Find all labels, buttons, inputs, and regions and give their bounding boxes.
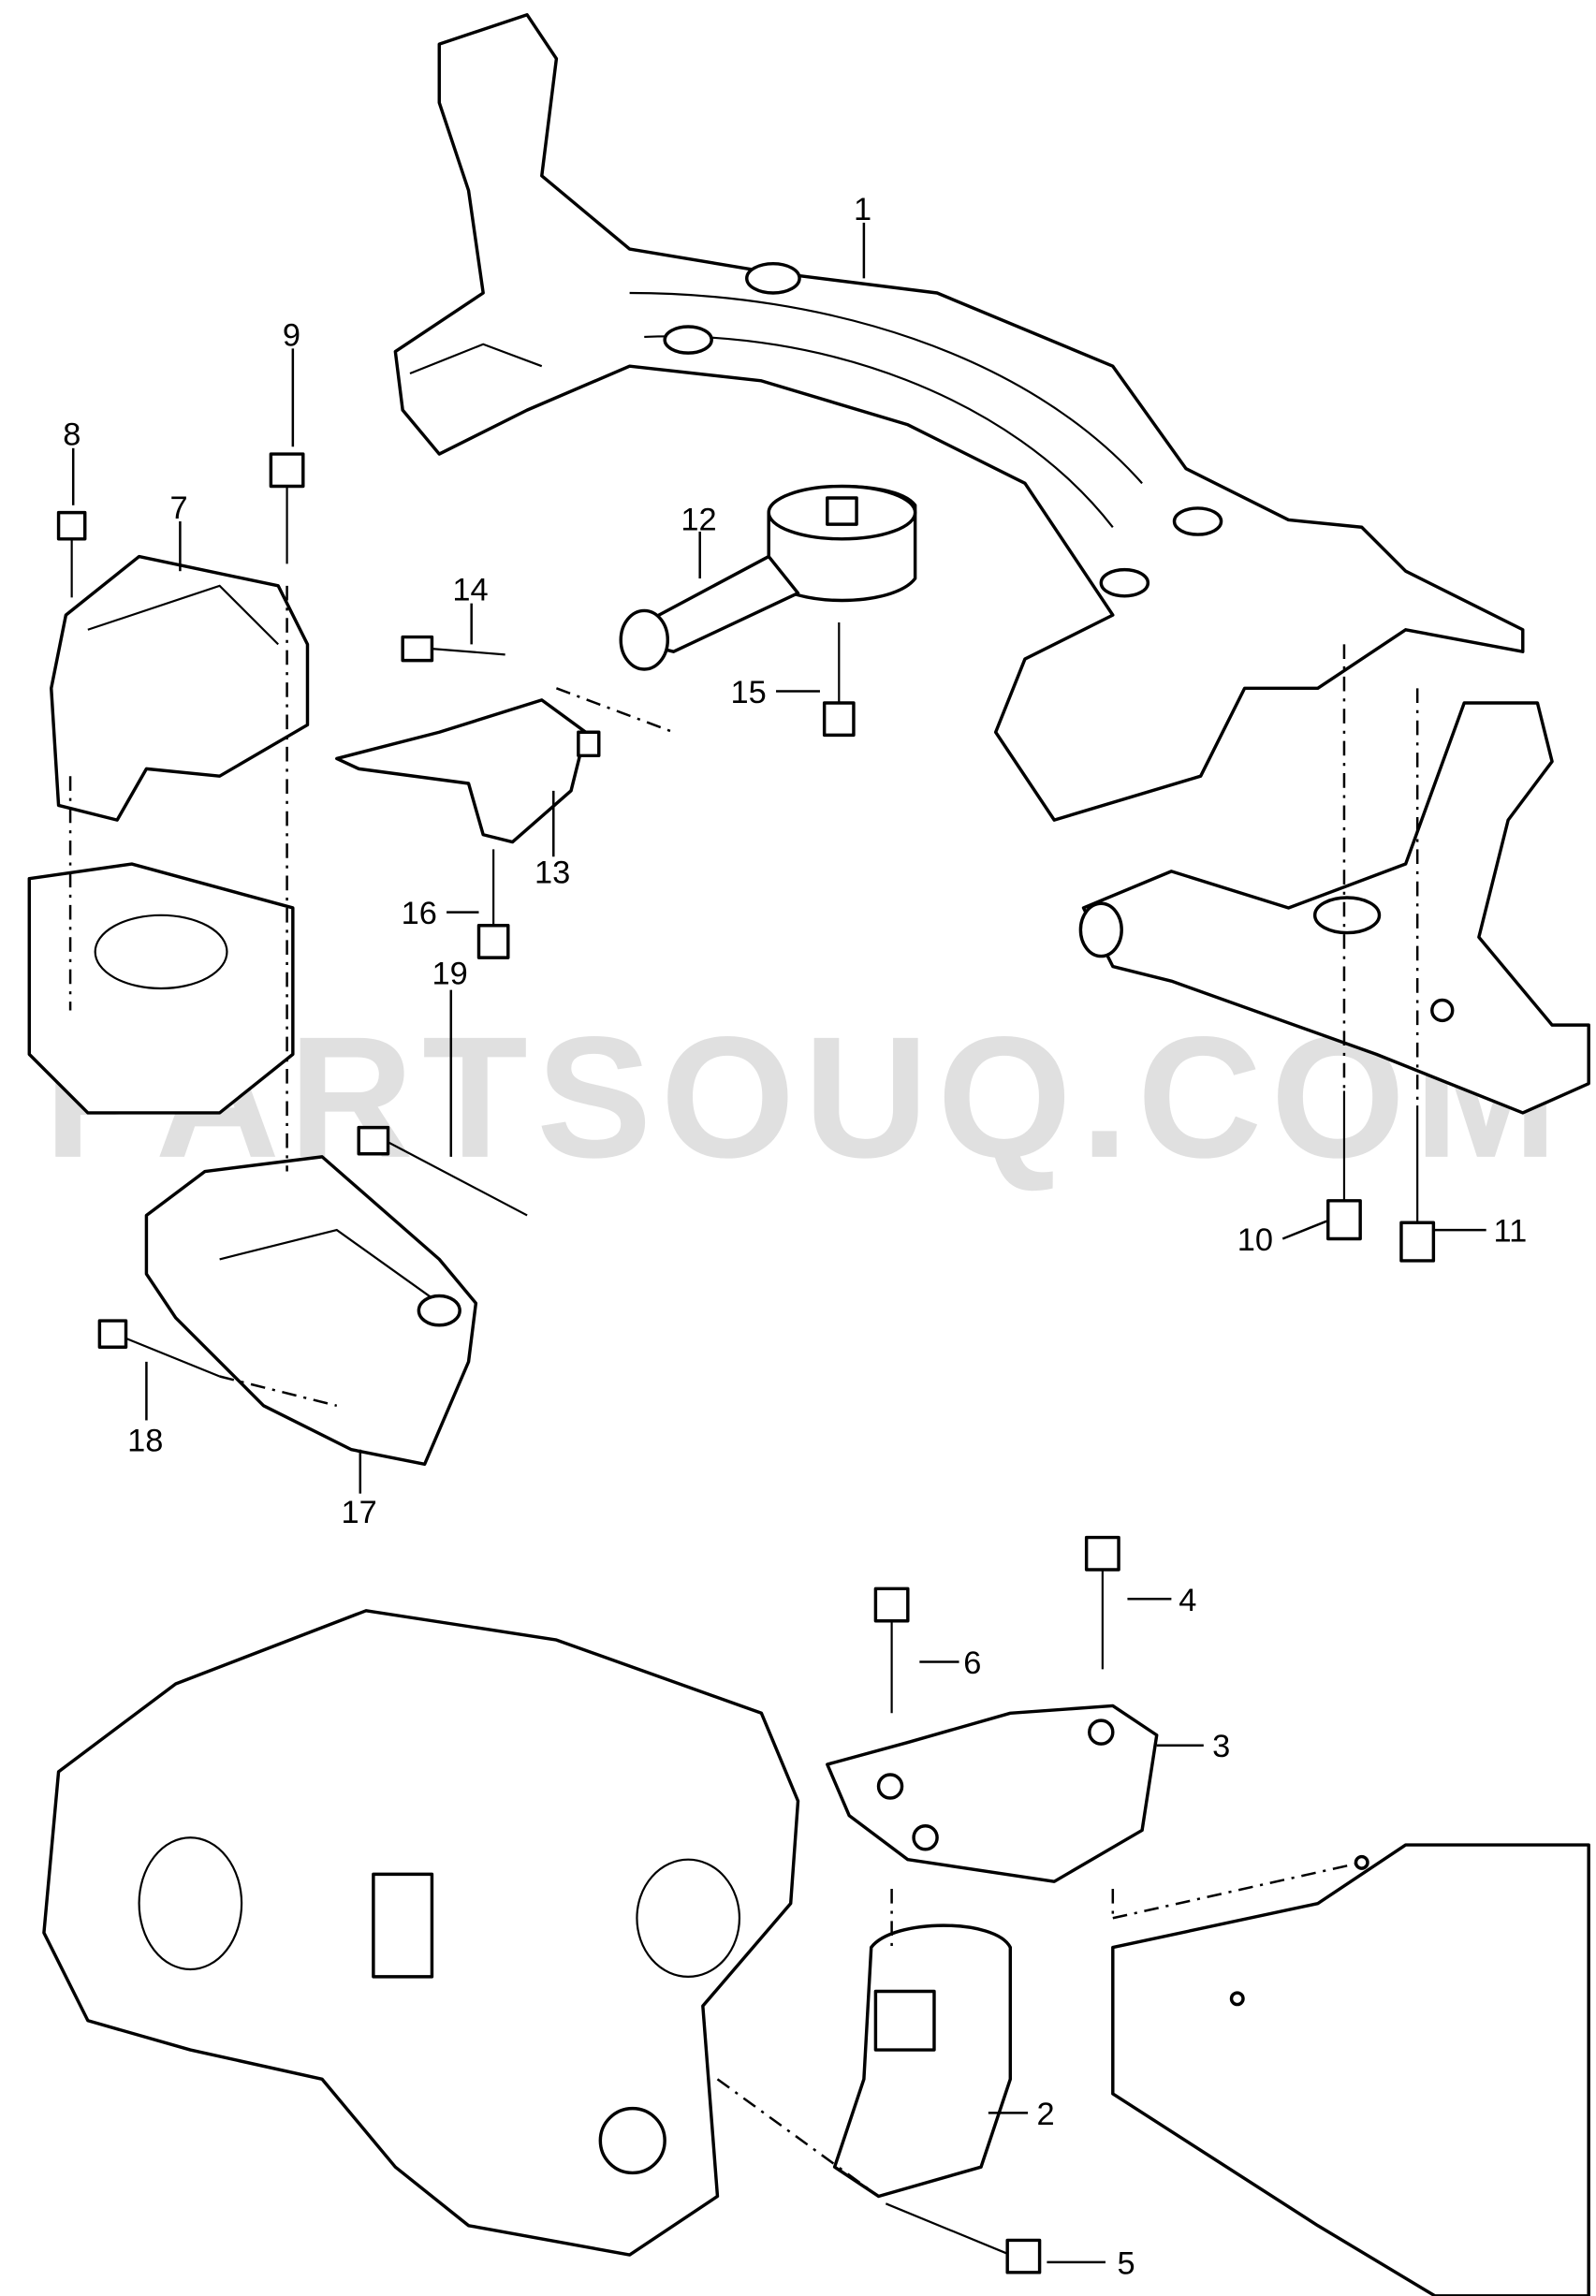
bolt-16 — [476, 849, 510, 959]
leader-lines — [71, 222, 1486, 2264]
callout-17[interactable]: 17 — [341, 1495, 376, 1530]
part-mount-17[interactable] — [144, 1155, 478, 1467]
callout-14[interactable]: 14 — [452, 572, 488, 607]
bolt-8 — [56, 510, 87, 598]
callout-18[interactable]: 18 — [127, 1423, 163, 1458]
bolts — [56, 452, 1436, 2274]
callout-12[interactable]: 12 — [681, 502, 716, 537]
part-bracket-13[interactable] — [335, 698, 601, 844]
part-subframe[interactable] — [393, 13, 1525, 822]
callout-13[interactable]: 13 — [534, 855, 570, 890]
callout-2[interactable]: 2 — [1036, 2097, 1054, 2132]
bolt-19 — [357, 1125, 528, 1217]
bolt-9 — [269, 452, 305, 564]
part-torque-support[interactable] — [619, 484, 917, 671]
part-control-arm[interactable] — [1078, 701, 1590, 1115]
bolt-6 — [873, 1587, 910, 1714]
bolt-10 — [1326, 1090, 1362, 1241]
callout-6[interactable]: 6 — [963, 1645, 981, 1681]
callout-3[interactable]: 3 — [1212, 1729, 1230, 1764]
callout-11[interactable]: 11 — [1494, 1214, 1528, 1250]
callout-15[interactable]: 15 — [731, 675, 767, 710]
part-housing-left[interactable] — [27, 862, 295, 1115]
bolt-18 — [97, 1319, 221, 1378]
part-mount-2[interactable] — [832, 1923, 1013, 2199]
callout-8[interactable]: 8 — [63, 417, 81, 453]
bolt-4 — [1084, 1535, 1120, 1670]
callout-1[interactable]: 1 — [854, 192, 871, 227]
part-gearbox[interactable] — [42, 1609, 800, 2257]
callout-7[interactable]: 7 — [169, 490, 187, 526]
callout-4[interactable]: 4 — [1179, 1583, 1196, 1618]
callout-10[interactable]: 10 — [1237, 1222, 1273, 1258]
bolt-5 — [885, 2202, 1042, 2274]
bolt-11 — [1399, 1105, 1436, 1263]
callout-9[interactable]: 9 — [283, 317, 300, 353]
callout-5[interactable]: 5 — [1118, 2245, 1135, 2281]
callout-labels: 1 2 3 4 5 6 7 8 9 10 11 12 13 14 15 16 1… — [63, 192, 1527, 2282]
bolt-14 — [401, 635, 505, 663]
part-mount-7[interactable] — [50, 554, 310, 822]
callout-19[interactable]: 19 — [432, 956, 467, 991]
part-bracket-3[interactable] — [826, 1704, 1159, 1883]
part-floor-panel[interactable] — [1111, 1843, 1590, 2296]
bolt-15 — [822, 622, 856, 738]
centerlines — [68, 585, 1419, 2198]
callout-16[interactable]: 16 — [402, 896, 437, 931]
